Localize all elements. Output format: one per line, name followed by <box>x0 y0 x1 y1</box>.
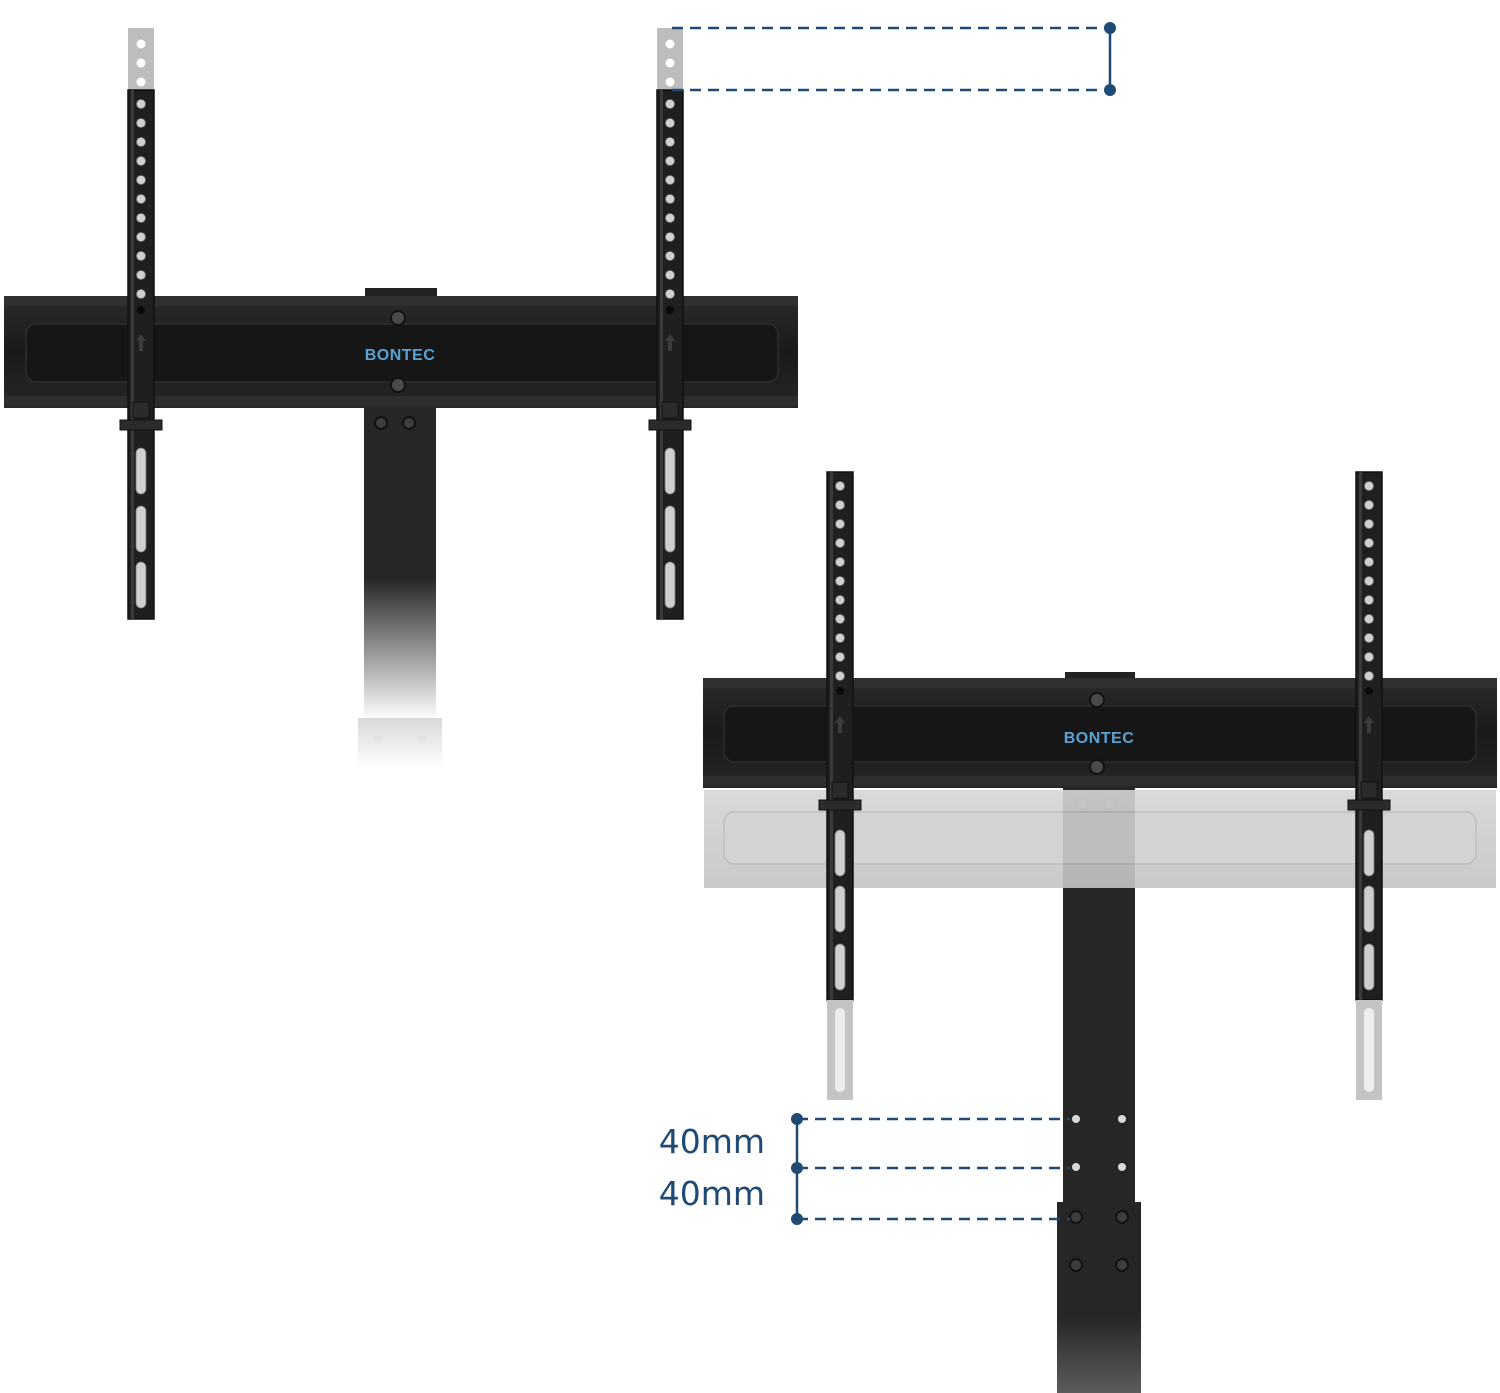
pole-height-marker <box>791 1113 1070 1225</box>
dimension-label-upper: 40mm <box>659 1122 765 1161</box>
mount-b-arm-left <box>818 471 862 1100</box>
up-arrow-icon <box>835 716 845 733</box>
mount-a: BONTEC <box>4 28 798 768</box>
bolt-icon <box>1089 759 1105 775</box>
up-arrow-icon <box>136 334 146 351</box>
dimension-label-lower: 40mm <box>659 1174 765 1213</box>
mount-a-arm-right <box>648 28 692 620</box>
mount-b: BONTEC <box>703 471 1497 1393</box>
up-arrow-icon <box>1364 716 1374 733</box>
brand-logo: BONTEC <box>365 347 436 364</box>
mount-a-pole <box>358 405 442 768</box>
bolt-icon <box>402 416 416 430</box>
arm-extension-marker <box>672 22 1116 96</box>
bolt-icon <box>1089 692 1105 708</box>
bolt-icon <box>374 416 388 430</box>
bolt-icon <box>390 310 406 326</box>
up-arrow-icon <box>665 334 675 351</box>
bolt-icon <box>390 377 406 393</box>
bolt-icon <box>1115 1210 1129 1224</box>
bolt-icon <box>1069 1210 1083 1224</box>
mount-b-arm-right <box>1347 471 1391 1100</box>
brand-logo: BONTEC <box>1064 730 1135 747</box>
mount-a-arm-left <box>119 28 163 620</box>
